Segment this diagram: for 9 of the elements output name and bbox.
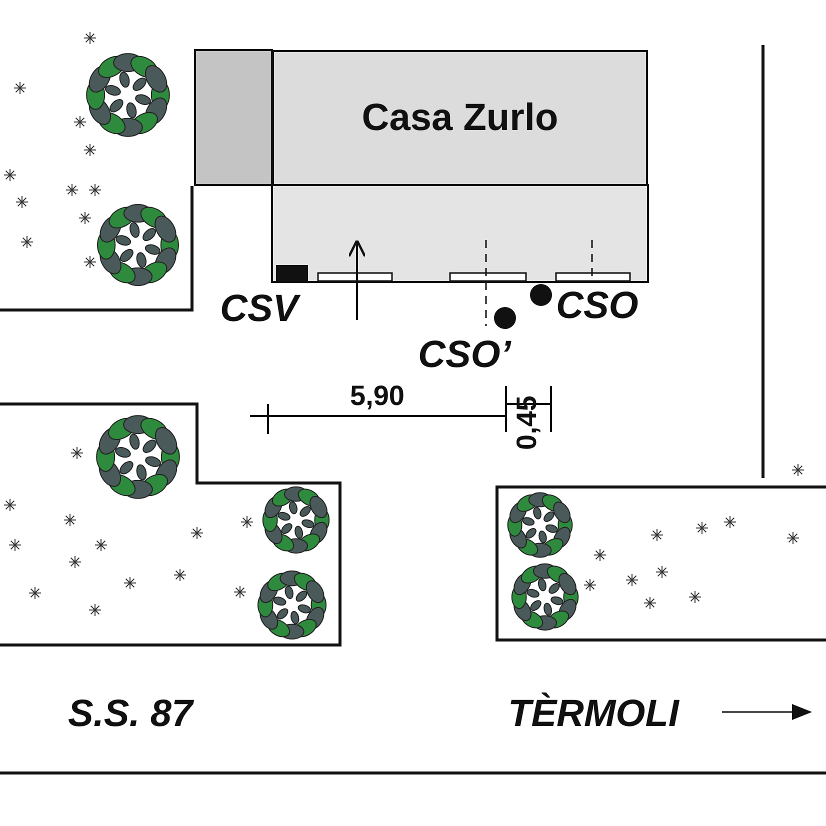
building-name: Casa Zurlo bbox=[362, 96, 558, 140]
building-box bbox=[272, 50, 648, 186]
place-label: TÈRMOLI bbox=[508, 695, 679, 733]
point-label: CSO bbox=[556, 287, 638, 325]
road-label: S.S. 87 bbox=[68, 695, 193, 733]
dimension-label: 5,90 bbox=[350, 382, 404, 410]
point-label: CSO’ bbox=[418, 336, 511, 374]
point-label: CSV bbox=[220, 290, 298, 328]
dimension-label: 0,45 bbox=[513, 396, 541, 450]
